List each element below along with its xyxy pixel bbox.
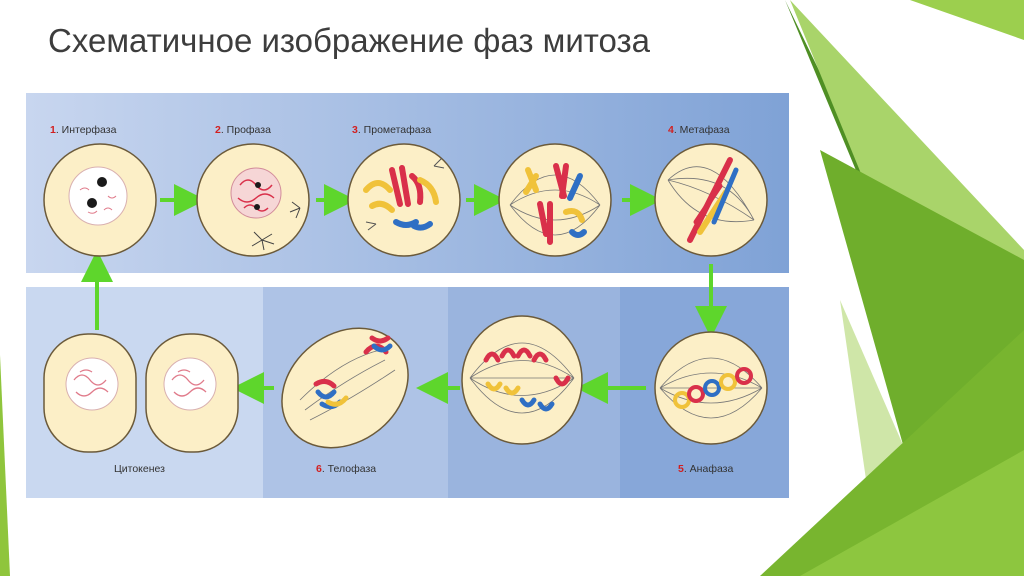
slide-title: Схематичное изображение фаз митоза <box>48 22 650 59</box>
green-shard-left-sliver <box>0 355 10 576</box>
cell-daughter-left <box>43 333 137 453</box>
cell-prophase <box>196 143 310 257</box>
label-telophase: 6. Телофаза <box>316 463 376 475</box>
cell-prometaphase <box>347 143 461 257</box>
cell-late-anaphase <box>461 315 583 445</box>
label-prophase: 2. Профаза <box>215 124 271 136</box>
label-interphase: 1. Интерфаза <box>50 124 117 136</box>
cell-interphase <box>43 143 157 257</box>
label-prometaphase: 3. Прометафаза <box>352 124 431 136</box>
cell-metaphase <box>654 143 768 257</box>
label-anaphase: 5. Анафаза <box>678 463 733 475</box>
label-metaphase: 4. Метафаза <box>668 124 730 136</box>
cell-anaphase <box>654 331 768 445</box>
cell-telophase <box>281 327 409 449</box>
label-cytokinesis: Цитокенез <box>114 463 165 475</box>
green-shard-bright <box>800 450 1024 576</box>
green-shard-top <box>785 0 1024 40</box>
cell-daughter-right <box>145 333 239 453</box>
cell-prometaphase-late <box>498 143 612 257</box>
